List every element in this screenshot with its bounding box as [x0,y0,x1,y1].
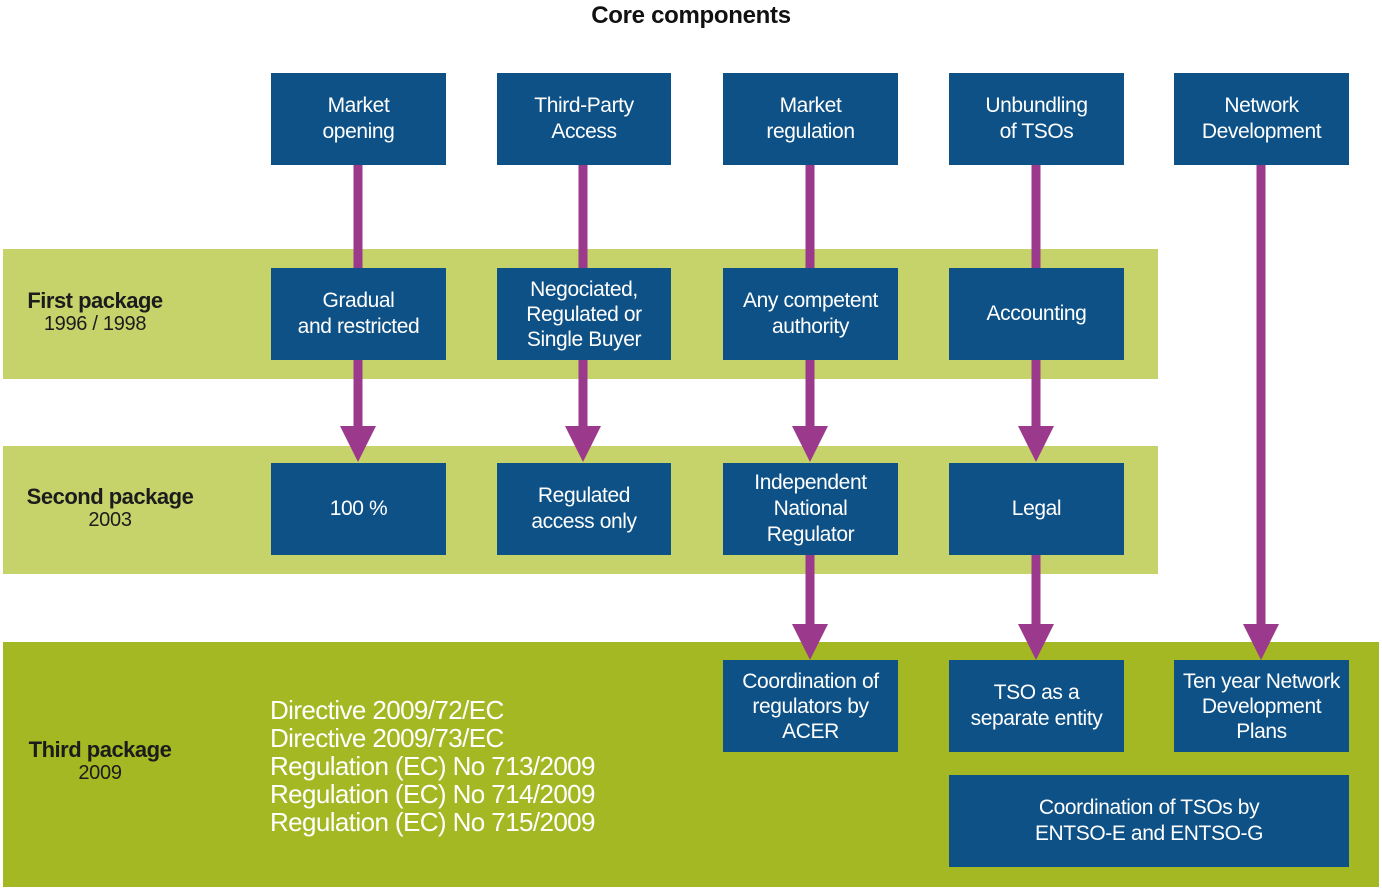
legislation-item: Directive 2009/73/EC [270,723,504,753]
package-name: First package [27,288,163,313]
first-package-label: First package 1996 / 1998 [25,288,165,336]
first-unbundling-cell: Accounting [949,268,1124,360]
legislation-item: Regulation (EC) No 714/2009 [270,779,596,809]
package-name: Second package [26,484,194,509]
component-unbundling-of-tsos: Unbundling of TSOs [949,73,1124,165]
second-market-regulation-cell: Independent National Regulator [723,463,898,555]
package-years: 2009 [78,762,122,784]
third-unbundling-cell: TSO as a separate entity [949,660,1124,752]
component-third-party-access: Third-Party Access [497,73,671,165]
package-name: Third package [28,737,172,762]
component-network-development: Network Development [1174,73,1349,165]
legislation-item: Regulation (EC) No 713/2009 [270,751,596,781]
third-market-regulation-cell: Coordination of regulators by ACER [723,660,898,752]
first-third-party-access-cell: Negociated, Regulated or Single Buyer [497,268,671,360]
third-package-label: Third package 2009 [25,737,175,785]
package-years: 1996 / 1998 [43,313,147,335]
component-market-regulation: Market regulation [723,73,898,165]
first-market-regulation-cell: Any competent authority [723,268,898,360]
third-tso-coordination-cell: Coordination of TSOs by ENTSO-E and ENTS… [949,775,1349,867]
package-years: 2003 [88,509,132,531]
second-unbundling-cell: Legal [949,463,1124,555]
component-market-opening: Market opening [271,73,446,165]
legislation-item: Regulation (EC) No 715/2009 [270,807,596,837]
second-package-label: Second package 2003 [25,484,195,532]
legislation-list: Directive 2009/72/EC Directive 2009/73/E… [270,695,596,837]
first-market-opening-cell: Gradual and restricted [271,268,446,360]
legislation-item: Directive 2009/72/EC [270,695,504,725]
diagram-title: Core components [591,2,791,29]
second-third-party-access-cell: Regulated access only [497,463,671,555]
third-network-development-cell: Ten year Network Development Plans [1174,660,1349,752]
second-market-opening-cell: 100 % [271,463,446,555]
